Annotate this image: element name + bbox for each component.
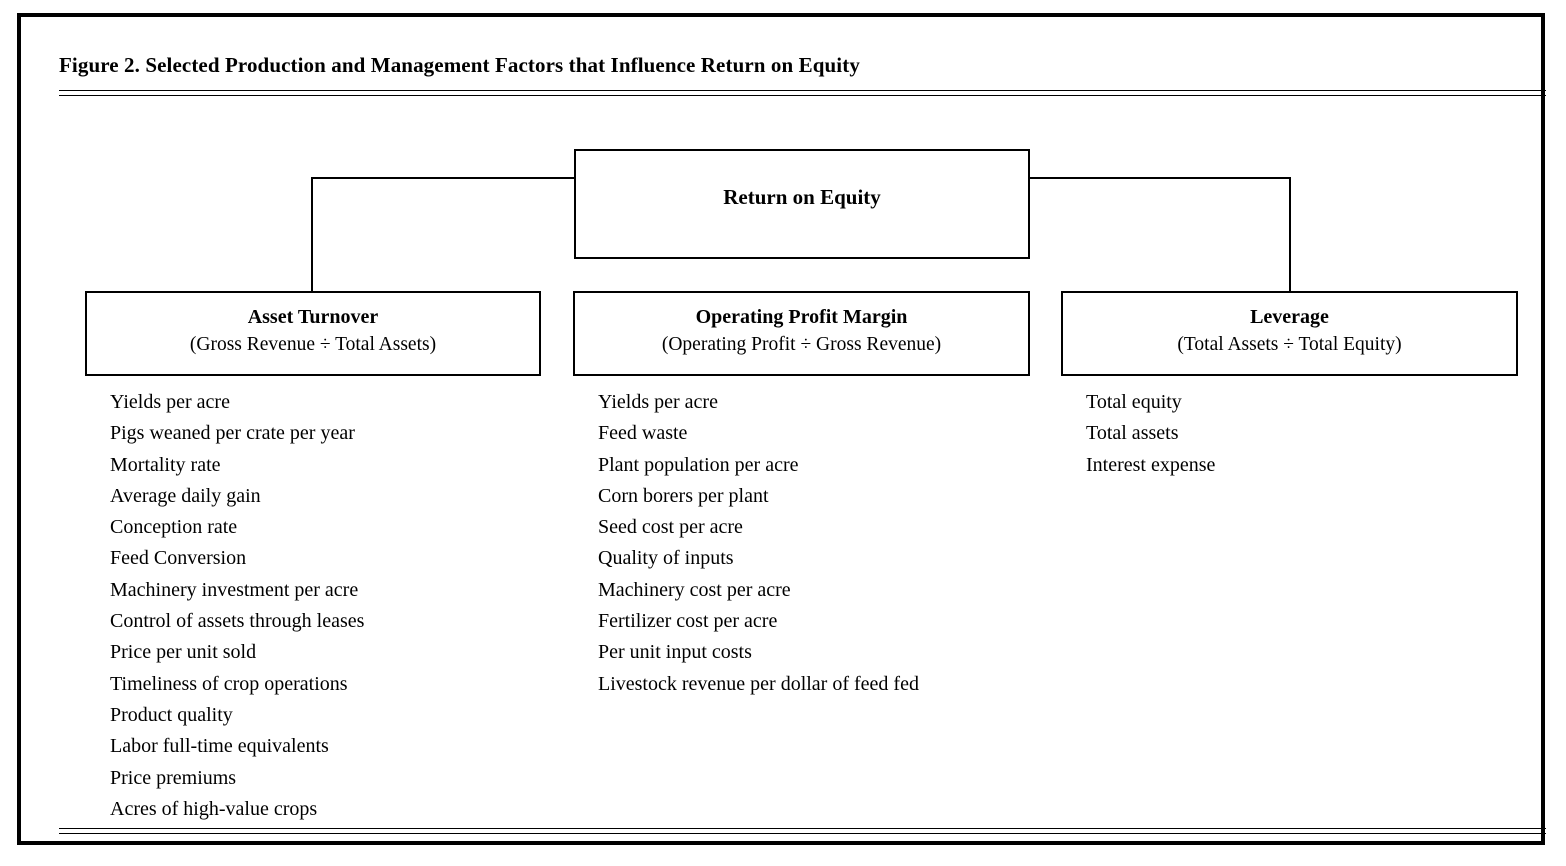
node-leverage-formula: (Total Assets ÷ Total Equity) [1177,334,1402,355]
rule-top-line-2 [59,95,1546,96]
list-item: Machinery investment per acre [110,578,359,601]
list-item: Yields per acre [598,391,718,413]
list-item: Yields per acre [110,391,230,413]
list-item: Livestock revenue per dollar of feed fed [598,672,919,695]
figure-frame: Figure 2. Selected Production and Manage… [17,13,1546,845]
node-operating-profit-margin-label: Operating Profit Margin [695,306,908,328]
list-item: Price per unit sold [110,641,257,664]
list-item: Machinery cost per acre [598,578,791,601]
connector-vertical-left [311,177,313,292]
node-return-on-equity: Return on Equity [574,149,1030,259]
list-item: Control of assets through leases [110,610,365,633]
list-item: Corn borers per plant [598,484,769,507]
list-item: Total equity [1086,391,1182,413]
list-item: Acres of high-value crops [110,797,318,820]
list-item: Feed waste [598,422,688,445]
page-title: Figure 2. Selected Production and Manage… [59,53,860,77]
list-item: Timeliness of crop operations [110,672,348,695]
node-asset-turnover-label: Asset Turnover [247,306,379,328]
node-asset-turnover: Asset Turnover (Gross Revenue ÷ Total As… [85,291,541,376]
list-item: Total assets [1086,422,1179,445]
list-item: Product quality [110,703,233,726]
node-operating-profit-margin: Operating Profit Margin (Operating Profi… [573,291,1030,376]
rule-bottom-line-2 [59,833,1546,834]
list-item: Plant population per acre [598,453,799,476]
node-return-on-equity-label: Return on Equity [723,185,881,209]
rule-top [59,90,1546,96]
list-item: Fertilizer cost per acre [598,610,778,633]
list-item: Per unit input costs [598,641,752,664]
node-asset-turnover-formula: (Gross Revenue ÷ Total Assets) [189,334,437,355]
connector-vertical-right [1289,177,1291,292]
node-leverage-label: Leverage [1250,306,1329,328]
rule-bottom [59,828,1546,834]
list-item: Seed cost per acre [598,516,743,539]
list-item: Mortality rate [110,453,221,476]
list-item: Pigs weaned per crate per year [110,422,355,445]
node-operating-profit-margin-formula: (Operating Profit ÷ Gross Revenue) [661,334,942,355]
list-item: Interest expense [1086,453,1216,476]
list-item: Feed Conversion [110,547,247,570]
node-leverage: Leverage (Total Assets ÷ Total Equity) [1061,291,1518,376]
list-item: Labor full-time equivalents [110,735,329,758]
list-item: Conception rate [110,516,238,539]
rule-bottom-line-1 [59,828,1546,829]
list-item: Quality of inputs [598,547,734,570]
list-item: Average daily gain [110,484,261,507]
list-item: Price premiums [110,766,237,789]
rule-top-line-1 [59,90,1546,91]
